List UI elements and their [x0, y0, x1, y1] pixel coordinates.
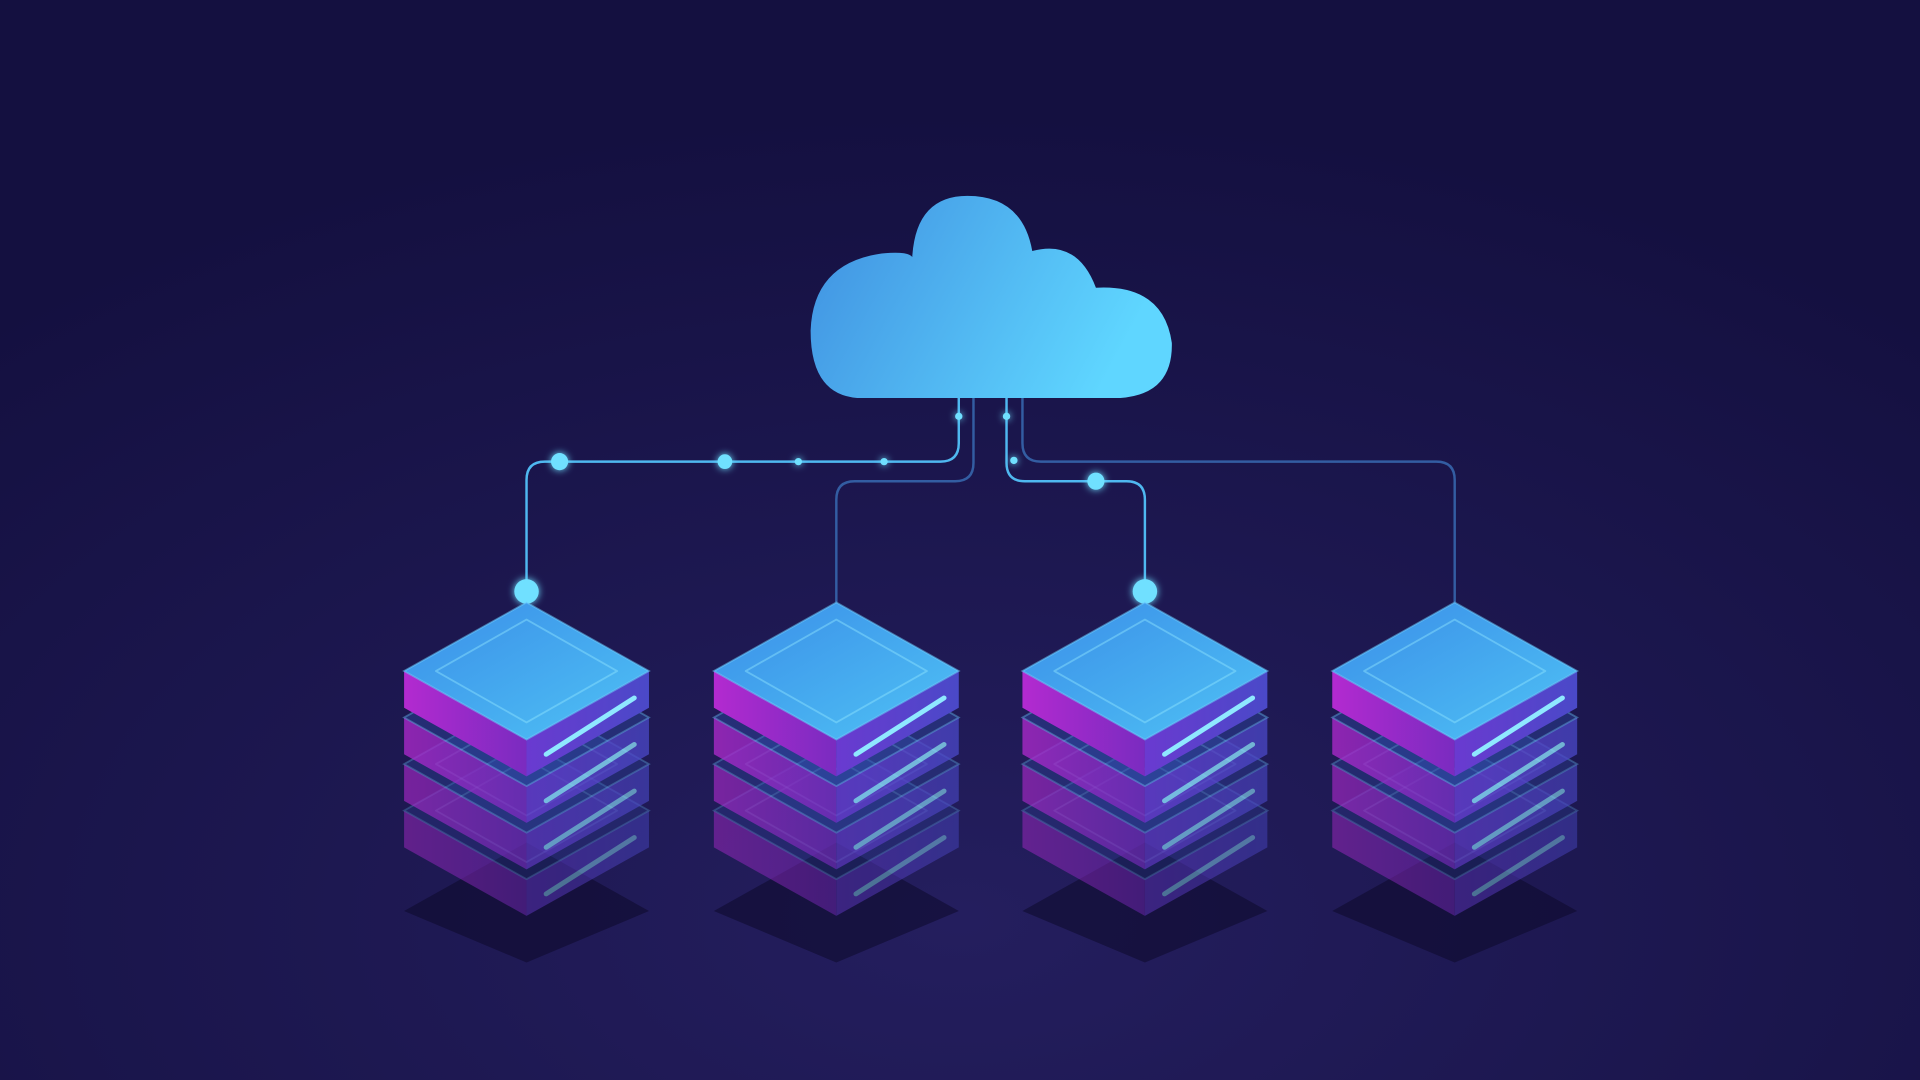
connector-node: [717, 454, 733, 469]
server-side-left: [404, 717, 527, 823]
connector-line-2: [835, 397, 975, 603]
connector-node: [1132, 579, 1158, 604]
server-top-inset: [1363, 618, 1547, 724]
server-side-left: [1332, 671, 1455, 777]
server-top: [402, 601, 651, 741]
server-side-right: [1454, 810, 1578, 916]
server-indicator-bar: [1471, 695, 1565, 757]
server-indicator-bar: [1471, 788, 1565, 850]
server-layer-top: [1330, 601, 1580, 777]
server-indicator-bar: [1162, 788, 1256, 850]
server-stack-icon: [1020, 601, 1270, 963]
server-side-right: [1144, 810, 1268, 916]
server-indicator-bar: [1162, 742, 1256, 804]
server-stack-icon: [711, 601, 961, 963]
server-indicator-bar: [853, 742, 947, 804]
connector-node: [551, 453, 569, 471]
server-side-right: [526, 810, 649, 916]
connector-line-3: [1005, 397, 1147, 592]
server-indicator-bar: [1471, 835, 1565, 897]
connector-node: [1087, 472, 1105, 490]
server-indicator-bar: [543, 742, 637, 804]
server-indicator-bar: [1162, 835, 1256, 897]
server-indicator-bar: [1162, 695, 1256, 757]
connector-node: [955, 412, 963, 420]
server-side-left: [1332, 717, 1455, 823]
server-indicator-bar: [853, 835, 947, 897]
server-side-left: [713, 810, 837, 916]
server-side-left: [1022, 810, 1145, 916]
server-side-left: [1022, 764, 1145, 870]
connector-node: [1010, 456, 1018, 465]
server-side-left: [1022, 671, 1145, 777]
server-side-left: [404, 764, 527, 870]
server-side-left: [1022, 717, 1145, 823]
connector-line-1: [525, 397, 960, 592]
server-side-left: [713, 764, 837, 870]
server-top: [1330, 601, 1580, 741]
server-side-left: [713, 671, 837, 777]
server-top: [711, 601, 961, 741]
server-top: [1020, 601, 1270, 741]
connector-node: [880, 457, 888, 466]
connector-lines: [525, 397, 1456, 603]
connector-node: [514, 579, 539, 604]
connector-dots: [514, 412, 1158, 604]
server-side-right: [836, 810, 959, 916]
server-stack-icon: [1330, 601, 1580, 963]
connector-node: [794, 457, 803, 466]
server-side-left: [1332, 810, 1455, 916]
server-indicator-bar: [853, 788, 947, 850]
server-stack-icon: [402, 601, 651, 963]
server-group: [402, 601, 1580, 963]
server-top-inset: [744, 618, 928, 724]
server-side-left: [1332, 764, 1455, 870]
server-side-left: [713, 717, 837, 823]
server-indicator-bar: [543, 788, 637, 850]
server-top-inset: [435, 618, 619, 724]
server-top-inset: [1053, 618, 1237, 724]
server-side-left: [404, 671, 527, 777]
server-layer-top: [402, 601, 651, 777]
server-indicator-bar: [853, 695, 947, 757]
cloud-icon: [810, 195, 1172, 398]
connector-node: [1002, 412, 1011, 420]
server-layer-top: [1020, 601, 1270, 777]
server-side-left: [404, 810, 527, 916]
server-indicator-bar: [543, 695, 637, 757]
connector-line-4: [1021, 397, 1456, 603]
server-layer-top: [711, 601, 961, 777]
server-indicator-bar: [543, 835, 637, 897]
server-indicator-bar: [1471, 742, 1565, 804]
